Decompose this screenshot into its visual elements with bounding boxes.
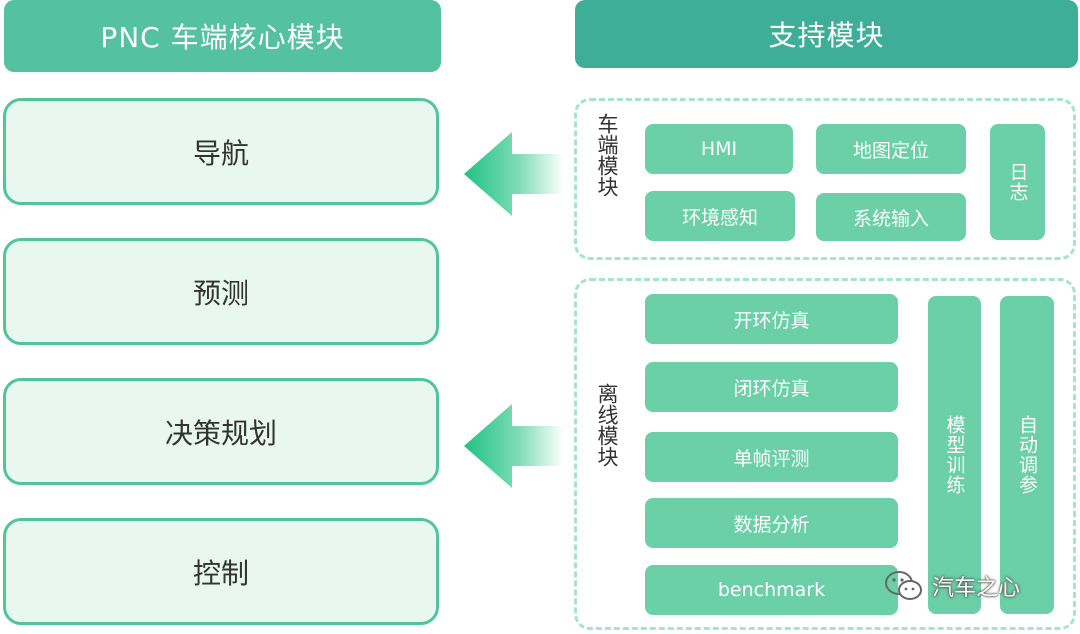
- watermark-text: 汽车之心: [932, 576, 1021, 601]
- module-perception: 环境感知: [645, 191, 795, 241]
- module-open-loop-sim: 开环仿真: [645, 294, 898, 344]
- vehicle-modules-label: 车端模块: [595, 113, 619, 197]
- core-modules-header: PNC 车端核心模块: [4, 0, 441, 72]
- module-model-training: 模型训练: [928, 296, 981, 614]
- support-modules-header: 支持模块: [575, 0, 1078, 68]
- core-module-planning: 决策规划: [3, 378, 439, 485]
- module-system-input: 系统输入: [816, 193, 966, 241]
- arrow-left-icon: [464, 404, 564, 488]
- wechat-icon: [885, 571, 922, 600]
- offline-modules-group: [574, 278, 1076, 630]
- watermark: 汽车之心: [884, 566, 1020, 606]
- module-benchmark: benchmark: [645, 565, 898, 615]
- module-single-frame-eval: 单帧评测: [645, 432, 898, 482]
- arrow-left-icon: [464, 132, 564, 216]
- core-module-prediction: 预测: [3, 238, 439, 345]
- module-closed-loop-sim: 闭环仿真: [645, 362, 898, 412]
- module-map-localization: 地图定位: [816, 124, 966, 174]
- module-auto-tuning: 自动调参: [1000, 296, 1054, 614]
- offline-modules-label: 离线模块: [595, 383, 619, 467]
- vehicle-modules-group: [574, 98, 1076, 260]
- core-module-navigation: 导航: [3, 98, 439, 205]
- module-hmi: HMI: [645, 124, 793, 174]
- core-module-control: 控制: [3, 518, 439, 625]
- module-log: 日志: [990, 124, 1045, 240]
- module-data-analysis: 数据分析: [645, 498, 898, 548]
